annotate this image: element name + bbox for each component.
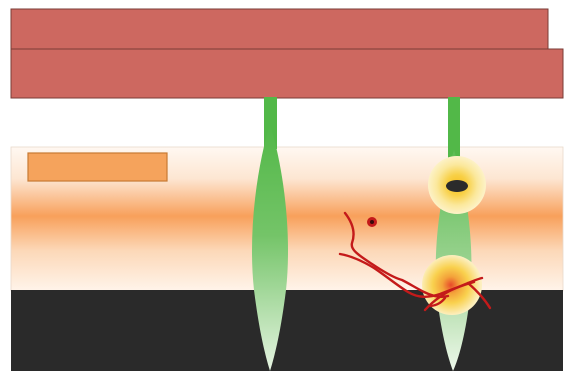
dark-base-layer	[11, 290, 563, 371]
upper-glow-spot	[428, 156, 486, 214]
red-dot-inner	[370, 220, 374, 224]
top-bars	[11, 9, 563, 98]
right-stalk	[448, 97, 460, 159]
upper-dark-spot	[446, 180, 468, 192]
top-bar-lower	[11, 49, 563, 98]
label-box	[28, 153, 167, 181]
top-bar-upper	[11, 9, 548, 51]
red-dot	[367, 217, 377, 227]
